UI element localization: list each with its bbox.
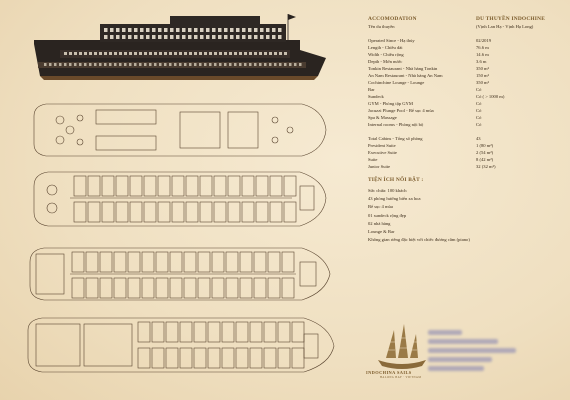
facility-row-label: Cochinchine Lounge - Lounge — [368, 80, 425, 85]
facility-row-label: Sundeck — [368, 94, 384, 99]
facility-row-label: Jacuzzi Plunge Pool - Bể sục 4 mùa — [368, 108, 434, 113]
facility-row: Spa & Massage Có — [368, 114, 564, 121]
facility-row: Cochinchine Lounge - Lounge 350 m² — [368, 79, 564, 86]
facility-row-label: Tonkin Restaurant - Nhà hàng Tonkin — [368, 66, 438, 71]
facility-row: Sundeck Có ( > 1000 m) — [368, 93, 564, 100]
lower-deck-plan — [27, 317, 335, 373]
spec-subheader-right: (Vịnh Lan Hạ - Vịnh Hạ Long) — [476, 24, 534, 29]
facility-row: An Nam Restaurant - Nhà hàng An Nam 150 m… — [368, 72, 564, 79]
cabin-row-label: Junior Suite — [368, 164, 391, 169]
facility-row-value: Có — [476, 115, 482, 120]
spec-subheader: Tên du thuyền (Vịnh Lan Hạ - Vịnh Hạ Lon… — [368, 23, 564, 30]
amenity-item: Không gian riêng đặc biệt với chiếc đươn… — [368, 237, 470, 243]
facility-row: Internal rooms - Phòng nội bộ Có — [368, 121, 564, 128]
amenity-item: 01 sundeck rộng đẹp — [368, 212, 407, 218]
amenities-title: TIỆN ÍCH NỔI BẬT : — [368, 177, 424, 183]
cabin-row: President Suite 1 (80 m²) — [368, 142, 564, 149]
facility-row-value: 14.6 m — [476, 52, 489, 57]
main-deck-plan — [29, 247, 331, 301]
cabin-row-value: 8 (42 m²) — [476, 157, 494, 162]
cabin-row-label: Total Cabins - Tổng số phòng — [368, 136, 423, 141]
amenity-item: Bể sục 4 mùa — [368, 204, 393, 210]
cabin-row-value: 43 — [476, 136, 481, 141]
facility-row-value: Có — [476, 87, 482, 92]
facility-row-value: 76.6 m — [476, 45, 489, 50]
amenity-item: Lounge & Bar — [368, 229, 395, 235]
spec-header: ACCOMODATION DU THUYỀN INDOCHINE — [368, 16, 564, 23]
facility-row: Jacuzzi Plunge Pool - Bể sục 4 mùa Có — [368, 107, 564, 114]
facility-row: GYM - Phòng tập GYM Có — [368, 100, 564, 107]
facility-row-value: 02/2019 — [476, 38, 492, 43]
cabin-row-label: Executive Suite — [368, 150, 397, 155]
facility-row-value: Có — [476, 122, 482, 127]
specifications: ACCOMODATION DU THUYỀN INDOCHINE Tên du … — [368, 16, 564, 244]
facility-row-value: Có ( > 1000 m) — [476, 94, 505, 99]
contact-info-blurred — [428, 330, 548, 380]
sundeck-plan — [33, 103, 327, 157]
main-deck-cabins — [71, 251, 295, 299]
elevation-windows — [44, 28, 302, 66]
amenity-item: 43 phòng hướng biển xa hoa — [368, 196, 421, 202]
brand-name: INDOCHINA SAILS — [366, 370, 412, 375]
facility-row-value: 3.6 m — [476, 59, 487, 64]
amenities-list: Sức chứa: 100 khách 43 phòng hướng biển x… — [368, 187, 564, 244]
deck-plans — [27, 14, 335, 373]
junk-boat-logo — [378, 324, 426, 369]
upper-deck-plan — [33, 171, 327, 227]
facility-row-value: 150 m² — [476, 73, 489, 78]
facility-row-label: GYM - Phòng tập GYM — [368, 101, 413, 106]
facility-row-value: 350 m² — [476, 66, 489, 71]
facility-row-label: Width - Chiều rộng — [368, 52, 404, 57]
facility-row-value: Có — [476, 101, 482, 106]
facility-row: Length - Chiều dài 76.6 m — [368, 44, 564, 51]
cabin-row: Junior Suite 32 (32 m²) — [368, 163, 564, 170]
facility-row-value: 350 m² — [476, 80, 489, 85]
spec-subheader-left: Tên du thuyền — [368, 24, 395, 29]
cabin-row-value: 1 (80 m²) — [476, 143, 494, 148]
facility-row-label: Operated Since - Hạ thủy — [368, 38, 415, 43]
facility-row: Operated Since - Hạ thủy 02/2019 — [368, 37, 564, 44]
facility-row-value: Có — [476, 108, 482, 113]
cabin-row: Total Cabins - Tổng số phòng 43 — [368, 135, 564, 142]
cabin-row-label: Suite — [368, 157, 378, 162]
cabin-row: Suite 8 (42 m²) — [368, 156, 564, 163]
facility-row-label: An Nam Restaurant - Nhà hàng An Nam — [368, 73, 443, 78]
upper-deck-cabins — [73, 175, 297, 223]
facility-row: Width - Chiều rộng 14.6 m — [368, 51, 564, 58]
facility-row-label: Depth - Mớn nước — [368, 59, 403, 64]
spec-header-left: ACCOMODATION — [368, 16, 417, 22]
cabin-row: Executive Suite 2 (54 m²) — [368, 149, 564, 156]
facility-row-label: Spa & Massage — [368, 115, 397, 120]
amenity-item: Sức chứa: 100 khách — [368, 188, 407, 193]
lower-deck-cabins — [137, 321, 305, 369]
cabin-row-value: 32 (32 m²) — [476, 164, 496, 169]
deck-plans-drawing — [27, 14, 335, 373]
cabin-row-label: President Suite — [368, 143, 396, 148]
ship-elevation — [34, 14, 326, 80]
facility-row-label: Bar — [368, 87, 375, 92]
facility-row: Bar Có — [368, 86, 564, 93]
facility-row: Tonkin Restaurant - Nhà hàng Tonkin 350 m… — [368, 65, 564, 72]
cabin-row-value: 2 (54 m²) — [476, 150, 494, 155]
facility-row-label: Length - Chiều dài — [368, 45, 403, 50]
brand-tagline: HALONG BAY · VIETNAM — [380, 376, 422, 379]
facility-row: Depth - Mớn nước 3.6 m — [368, 58, 564, 65]
facility-row-label: Internal rooms - Phòng nội bộ — [368, 122, 424, 127]
amenity-item: 02 nhà hàng — [368, 220, 391, 226]
spec-header-right: DU THUYỀN INDOCHINE — [476, 16, 545, 22]
